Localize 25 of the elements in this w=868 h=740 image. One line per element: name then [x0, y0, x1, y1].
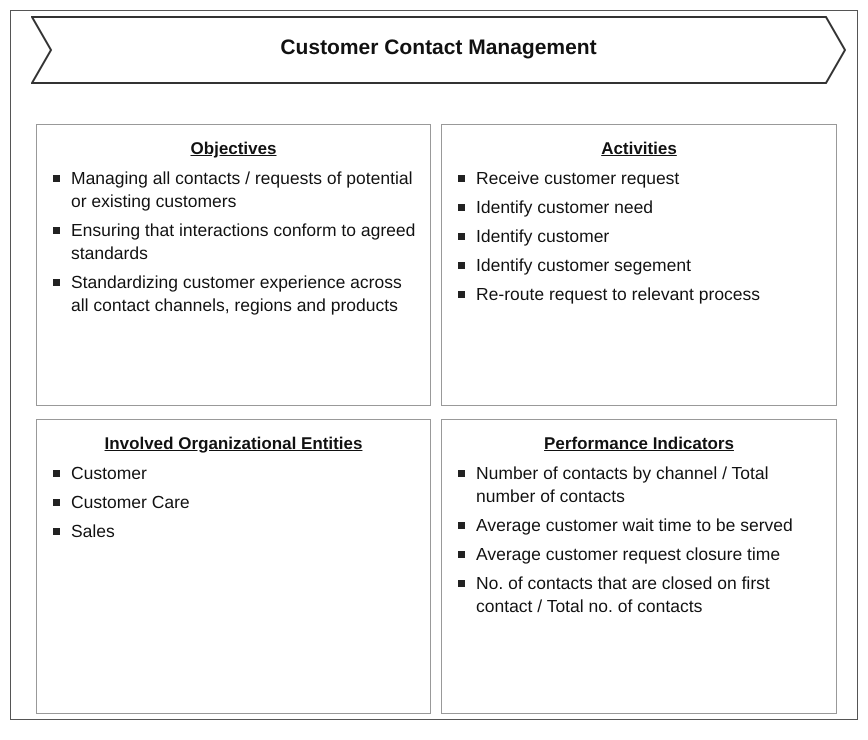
bullet-item: Identify customer [456, 225, 826, 248]
bullet-item: Standardizing customer experience across all contact channels, regions and products [51, 271, 420, 317]
bullet-item: Identify customer need [456, 196, 826, 219]
bullet-item: Ensuring that interactions conform to agreed standards [51, 219, 420, 265]
bullet-item: Customer [51, 462, 420, 485]
bullet-item: Re-route request to relevant process [456, 283, 826, 306]
bullet-item: Average customer wait time to be served [456, 514, 826, 537]
bullet-item: Receive customer request [456, 167, 826, 190]
panel-card [441, 419, 837, 714]
section-heading: Activities [601, 139, 677, 159]
section-heading: Performance Indicators [544, 434, 734, 454]
bullet-item: Identify customer segement [456, 254, 826, 277]
frame-border [10, 10, 858, 720]
bullet-item: Number of contacts by channel / Total number of contacts [456, 462, 826, 508]
bullet-item: Managing all contacts / requests of potential or existing customers [51, 167, 420, 213]
panel-card [441, 124, 837, 406]
banner-title: Customer Contact Management [280, 36, 597, 60]
bullet-item: No. of contacts that are closed on first contact / Total no. of contacts [456, 572, 826, 618]
panel-card [36, 124, 431, 406]
bullet-item: Customer Care [51, 491, 420, 514]
panel-card [36, 419, 431, 714]
section-heading: Objectives [190, 139, 276, 159]
bullet-item: Sales [51, 520, 420, 543]
section-heading: Involved Organizational Entities [104, 434, 362, 454]
bullet-item: Average customer request closure time [456, 543, 826, 566]
